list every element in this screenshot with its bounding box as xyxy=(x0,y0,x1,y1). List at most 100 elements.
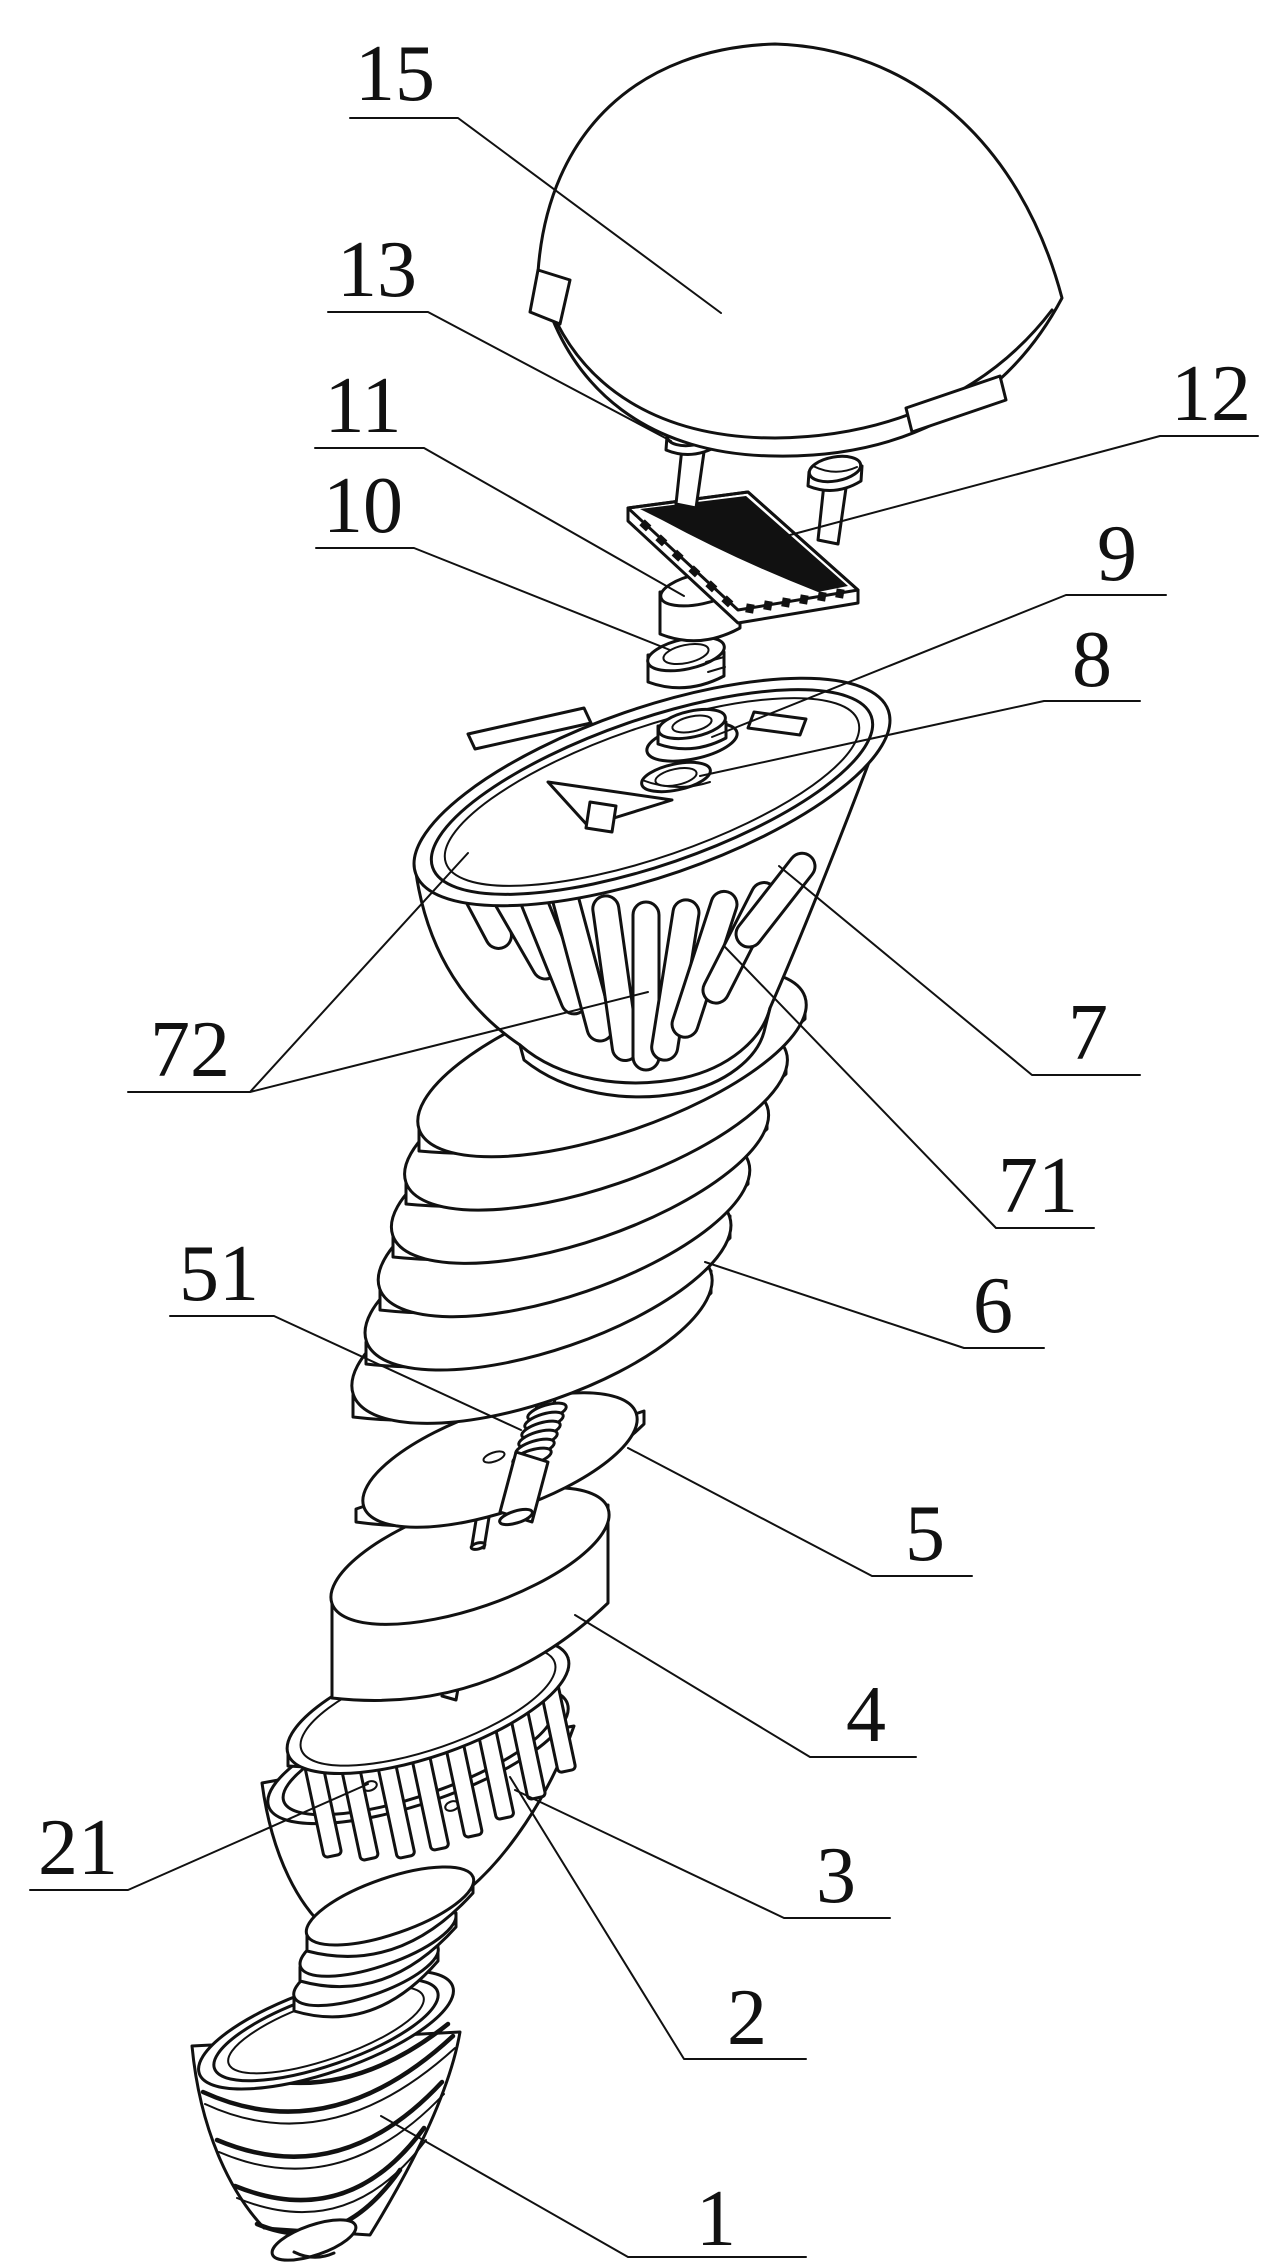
screw-b-head xyxy=(807,454,863,484)
leader-line-2 xyxy=(509,1776,807,2060)
callout-label-5: 5 xyxy=(905,1490,945,1578)
part-wire-hole xyxy=(640,760,712,794)
wire-hole-side xyxy=(641,779,711,789)
callout-label-8: 8 xyxy=(1072,616,1112,704)
leader-line-8 xyxy=(699,700,1141,777)
fin-slot xyxy=(631,900,661,1072)
fin-slot xyxy=(734,851,817,949)
led-array xyxy=(640,496,848,592)
part-bowl xyxy=(412,676,892,1099)
callout-label-71: 71 xyxy=(998,1142,1078,1230)
screw-base-tip xyxy=(270,2218,358,2262)
callout-10: 10 xyxy=(315,462,671,651)
callout-5: 5 xyxy=(627,1447,973,1578)
bowl-collar-line xyxy=(518,1006,772,1085)
leader-line-6 xyxy=(704,1261,1045,1349)
stud-shank xyxy=(498,1450,550,1524)
callout-label-4: 4 xyxy=(846,1671,886,1759)
callout-label-15: 15 xyxy=(355,30,435,118)
callout-11: 11 xyxy=(314,362,685,597)
leader-line-3 xyxy=(514,1789,891,1919)
callout-label-13: 13 xyxy=(337,226,417,314)
leader-line-72 xyxy=(127,852,649,1093)
leader-line-1 xyxy=(380,2115,807,2258)
callout-label-51: 51 xyxy=(179,1230,259,1318)
screw-base-thread-1b xyxy=(204,2047,456,2125)
callout-label-10: 10 xyxy=(323,462,403,550)
callout-12: 12 xyxy=(789,350,1259,536)
bowl-fin-slots xyxy=(443,844,817,1072)
callout-label-72: 72 xyxy=(150,1006,230,1094)
leader-line-11 xyxy=(314,447,685,597)
callout-51: 51 xyxy=(169,1230,522,1431)
bowl-wedge-opening xyxy=(546,780,674,828)
screw-b-slot xyxy=(812,465,858,473)
housing-neck-ring-1 xyxy=(304,1865,476,1958)
callouts: 15 13 11 10 12 9 8 7 xyxy=(29,30,1259,2263)
bowl-rim-inner2 xyxy=(443,697,861,887)
leader-line-12 xyxy=(789,435,1259,536)
callout-label-9: 9 xyxy=(1097,510,1137,598)
dome-rim-tab-left xyxy=(528,268,572,326)
part-screw-b xyxy=(806,454,864,546)
ring10-notch xyxy=(705,656,726,673)
callout-1: 1 xyxy=(380,2115,807,2263)
callout-label-21: 21 xyxy=(38,1804,118,1892)
leader-line-15 xyxy=(349,117,722,314)
callout-label-3: 3 xyxy=(816,1832,856,1920)
callout-label-7: 7 xyxy=(1068,989,1108,1077)
screw-base-thread-3a xyxy=(232,2125,427,2203)
leader-line-7 xyxy=(778,865,1141,1076)
fin-slot xyxy=(591,894,640,1063)
bowl-tab xyxy=(584,800,618,834)
callout-9: 9 xyxy=(711,510,1167,738)
leader-line-4 xyxy=(574,1614,917,1758)
leader-line-5 xyxy=(627,1447,973,1577)
callout-13: 13 xyxy=(327,226,672,442)
part-ring-10 xyxy=(646,635,726,690)
screw-b-shaft xyxy=(816,482,848,546)
disc-center-hole xyxy=(482,1450,506,1464)
leader-line-9 xyxy=(711,594,1167,738)
leader-line-21 xyxy=(29,1783,369,1891)
callout-72: 72 xyxy=(127,852,649,1094)
bowl-slot-cutout-left xyxy=(466,706,593,751)
callout-71: 71 xyxy=(724,946,1095,1230)
leader-line-51 xyxy=(169,1315,522,1431)
led-board-castellation xyxy=(639,519,845,614)
part-dome xyxy=(528,42,1064,458)
callout-label-12: 12 xyxy=(1171,350,1251,438)
callout-2: 2 xyxy=(509,1776,807,2062)
leader-line-71 xyxy=(724,946,1095,1229)
screw-base-thread-3b xyxy=(236,2139,427,2214)
callout-6: 6 xyxy=(704,1261,1045,1350)
center-pin-tip xyxy=(469,1541,487,1551)
leader-line-13 xyxy=(327,311,672,442)
dome-rim-band xyxy=(544,296,1054,440)
callout-7: 7 xyxy=(778,865,1141,1077)
callout-21: 21 xyxy=(29,1783,369,1892)
callout-label-6: 6 xyxy=(973,1262,1013,1350)
leader-line-10 xyxy=(315,547,671,651)
callout-4: 4 xyxy=(574,1614,917,1759)
led-board-top-face xyxy=(626,490,860,612)
callout-label-2: 2 xyxy=(727,1974,767,2062)
boss-top-inner xyxy=(671,714,713,734)
callout-8: 8 xyxy=(699,616,1141,777)
part-threaded-stud xyxy=(498,1378,568,1527)
screw-base-contact xyxy=(292,2250,336,2259)
ring10-inner xyxy=(662,642,710,666)
part-boss xyxy=(645,707,739,763)
callout-label-1: 1 xyxy=(696,2175,736,2263)
dome-shell xyxy=(536,42,1064,458)
callout-3: 3 xyxy=(514,1789,891,1920)
screw-base-thread-2b xyxy=(218,2093,445,2170)
part-led-board xyxy=(626,490,860,625)
stud-tip xyxy=(498,1507,534,1527)
screw-base-thread-2a xyxy=(214,2079,445,2159)
callout-15: 15 xyxy=(349,30,722,314)
dome-rim-notch-right xyxy=(904,374,1008,434)
wire-hole-inner xyxy=(654,767,698,787)
